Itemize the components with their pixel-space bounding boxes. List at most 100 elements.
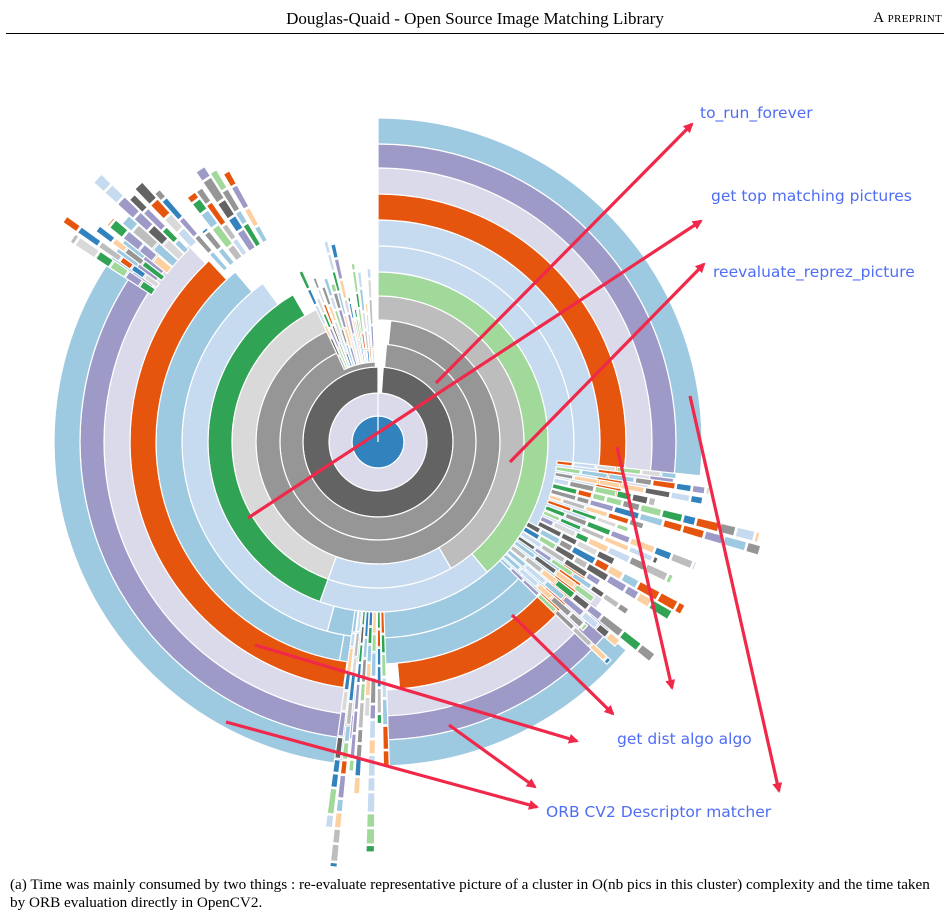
sunburst-small-segment [367,278,373,299]
sunburst-small-segment [343,298,351,314]
sunburst-small-segment [543,580,566,601]
sunburst-small-segment [363,610,370,638]
sunburst-small-segment [341,741,350,761]
sunburst-small-segment [689,494,704,505]
sunburst-small-segment [513,540,537,560]
sunburst-small-segment [329,243,339,260]
sunburst-small-segment [553,569,577,589]
sunburst-small-segment [661,518,684,533]
sunburst-small-segment [669,552,694,570]
sunburst-small-segment [635,580,661,602]
sunburst-small-segment [616,602,630,616]
sunburst-small-segment [618,629,643,652]
sunburst-small-segment [357,643,364,663]
sunburst-small-segment [132,179,143,189]
annotation-arrow [510,613,615,716]
annotation-labels: to_run_forever get top matching pictures… [546,104,915,821]
sunburst-small-segment [369,325,375,348]
sunburst-small-segment [572,583,596,603]
sunburst-small-segment [355,610,363,633]
sunburst-small-segment [329,337,341,357]
sunburst-small-segment [332,758,342,774]
sunburst-small-segment [675,482,693,493]
sunburst-small-segment [313,304,327,326]
annotation-arrow [448,723,537,789]
sunburst-small-segment [362,637,369,659]
sunburst-small-segment [628,536,656,555]
sunburst-small-segment [202,176,226,204]
running-title: Douglas-Quaid - Open Source Image Matchi… [286,9,664,28]
sunburst-small-segment [366,813,376,828]
sunburst-small-segment [553,579,576,599]
sunburst-small-segment [647,496,657,507]
sunburst-small-segment [359,625,365,645]
sunburst-small-segment [361,311,368,331]
sunburst-small-segment [122,230,145,252]
sunburst-small-segment [579,622,589,632]
sunburst-small-segment [178,216,199,239]
sunburst-small-segment [203,230,223,252]
sunburst-small-segment [133,181,158,206]
sunburst-small-segment [603,535,630,552]
sunburst-small-segment [575,539,599,557]
sunburst-small-segment [103,183,125,205]
sunburst-small-segment [234,209,249,226]
sunburst-small-segment [651,479,677,490]
sunburst-small-segment [555,460,574,467]
sunburst-small-segment [522,525,541,541]
sunburst-small-segment [69,233,80,246]
sunburst-small-segment [604,495,624,507]
sunburst-small-segment [243,206,260,228]
sunburst-small-segment [368,739,377,755]
sunburst-small-segment [161,196,184,221]
sunburst-small-segment [548,493,563,503]
sunburst-small-segment [690,560,698,571]
sunburst-small-segment [518,567,540,588]
sunburst-small-segment [221,222,237,242]
sunburst-small-segment [557,538,574,553]
sunburst-small-segment [606,546,632,564]
sunburst-small-segment [639,503,663,518]
sunburst-small-segment [572,461,597,470]
sunburst-small-segment [365,313,371,334]
sunburst-small-segment [315,297,326,315]
sunburst-small-segment [76,226,102,248]
sunburst-small-segment [356,269,362,272]
sunburst-small-segment [359,343,366,364]
sunburst-small-segment [380,634,386,654]
sunburst-small-segment [95,225,116,244]
header-rule [6,33,944,34]
sunburst-small-segment [366,267,372,279]
sunburst-small-segment [538,528,562,546]
sunburst-small-segment [660,471,677,480]
sunburst-small-segment [653,546,673,561]
sunburst-small-segment [350,340,360,366]
sunburst-small-segment [574,531,590,544]
sunburst-small-segment [367,776,376,792]
sunburst-small-segment [163,213,184,234]
sunburst-small-segment [570,572,593,590]
sunburst-small-segment [598,614,625,638]
sunburst-small-segment [138,280,157,296]
sunburst-small-segment [186,191,200,205]
sunburst-small-segment [367,333,372,347]
sunburst-small-segment [193,233,214,255]
sunburst-small-segment [539,568,559,585]
sunburst-small-segment [644,486,671,499]
sunburst-small-segment [217,246,236,267]
sunburst-small-segment [162,238,185,261]
sunburst-small-segment [324,813,335,829]
sunburst-small-segment [539,515,555,527]
sunburst-small-segment [589,584,606,599]
sunburst-small-segment [322,277,334,298]
sunburst-small-segment [567,611,585,629]
sunburst-small-segment [638,512,664,528]
sunburst-small-segment [360,332,367,350]
sunburst-small-segment [236,228,257,253]
sunburst-small-segment [537,534,558,551]
sunburst-small-segment [326,787,338,815]
sunburst-small-segment [499,557,513,571]
sunburst-small-segment [359,682,366,702]
sunburst-small-segment [368,298,374,325]
sunburst-small-segment [335,798,345,813]
